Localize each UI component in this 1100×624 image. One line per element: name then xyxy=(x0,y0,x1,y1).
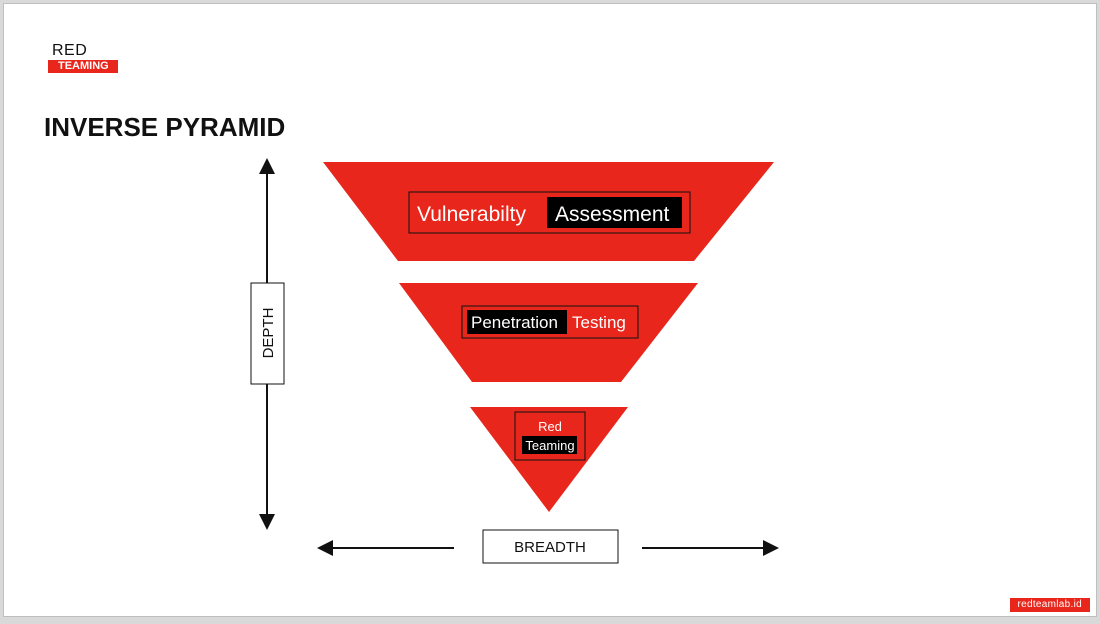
tier1-word2: Assessment xyxy=(555,203,670,226)
tier2-word2: Testing xyxy=(572,313,626,332)
tier3-word2: Teaming xyxy=(525,438,574,453)
tier1-word1: Vulnerabilty xyxy=(417,203,526,226)
logo-teaming-banner: TEAMING xyxy=(48,60,118,73)
footer-brand: redteamlab.id xyxy=(1009,598,1090,612)
depth-label-box xyxy=(250,282,285,385)
tier3-word1: Red xyxy=(538,419,562,434)
tier3-word2-highlight xyxy=(522,436,577,454)
depth-label: DEPTH xyxy=(260,308,277,359)
tier2-label-frame xyxy=(461,305,639,339)
breadth-label: BREADTH xyxy=(514,539,586,556)
logo-red-text: RED xyxy=(52,42,88,59)
tier2-word1-highlight xyxy=(467,310,567,334)
breadth-label-box xyxy=(482,529,619,564)
page-title: INVERSE PYRAMID xyxy=(44,112,286,142)
tier3-label-frame xyxy=(514,411,586,461)
tier2-word1: Penetration xyxy=(471,313,558,332)
tier1-label-frame xyxy=(408,191,691,234)
slide: RED TEAMING INVERSE PYRAMID Vulnerabilty… xyxy=(3,3,1097,617)
inverse-pyramid-diagram: Vulnerabilty Assessment Penetration Test… xyxy=(250,158,779,564)
tier1-word2-highlight xyxy=(547,197,682,228)
